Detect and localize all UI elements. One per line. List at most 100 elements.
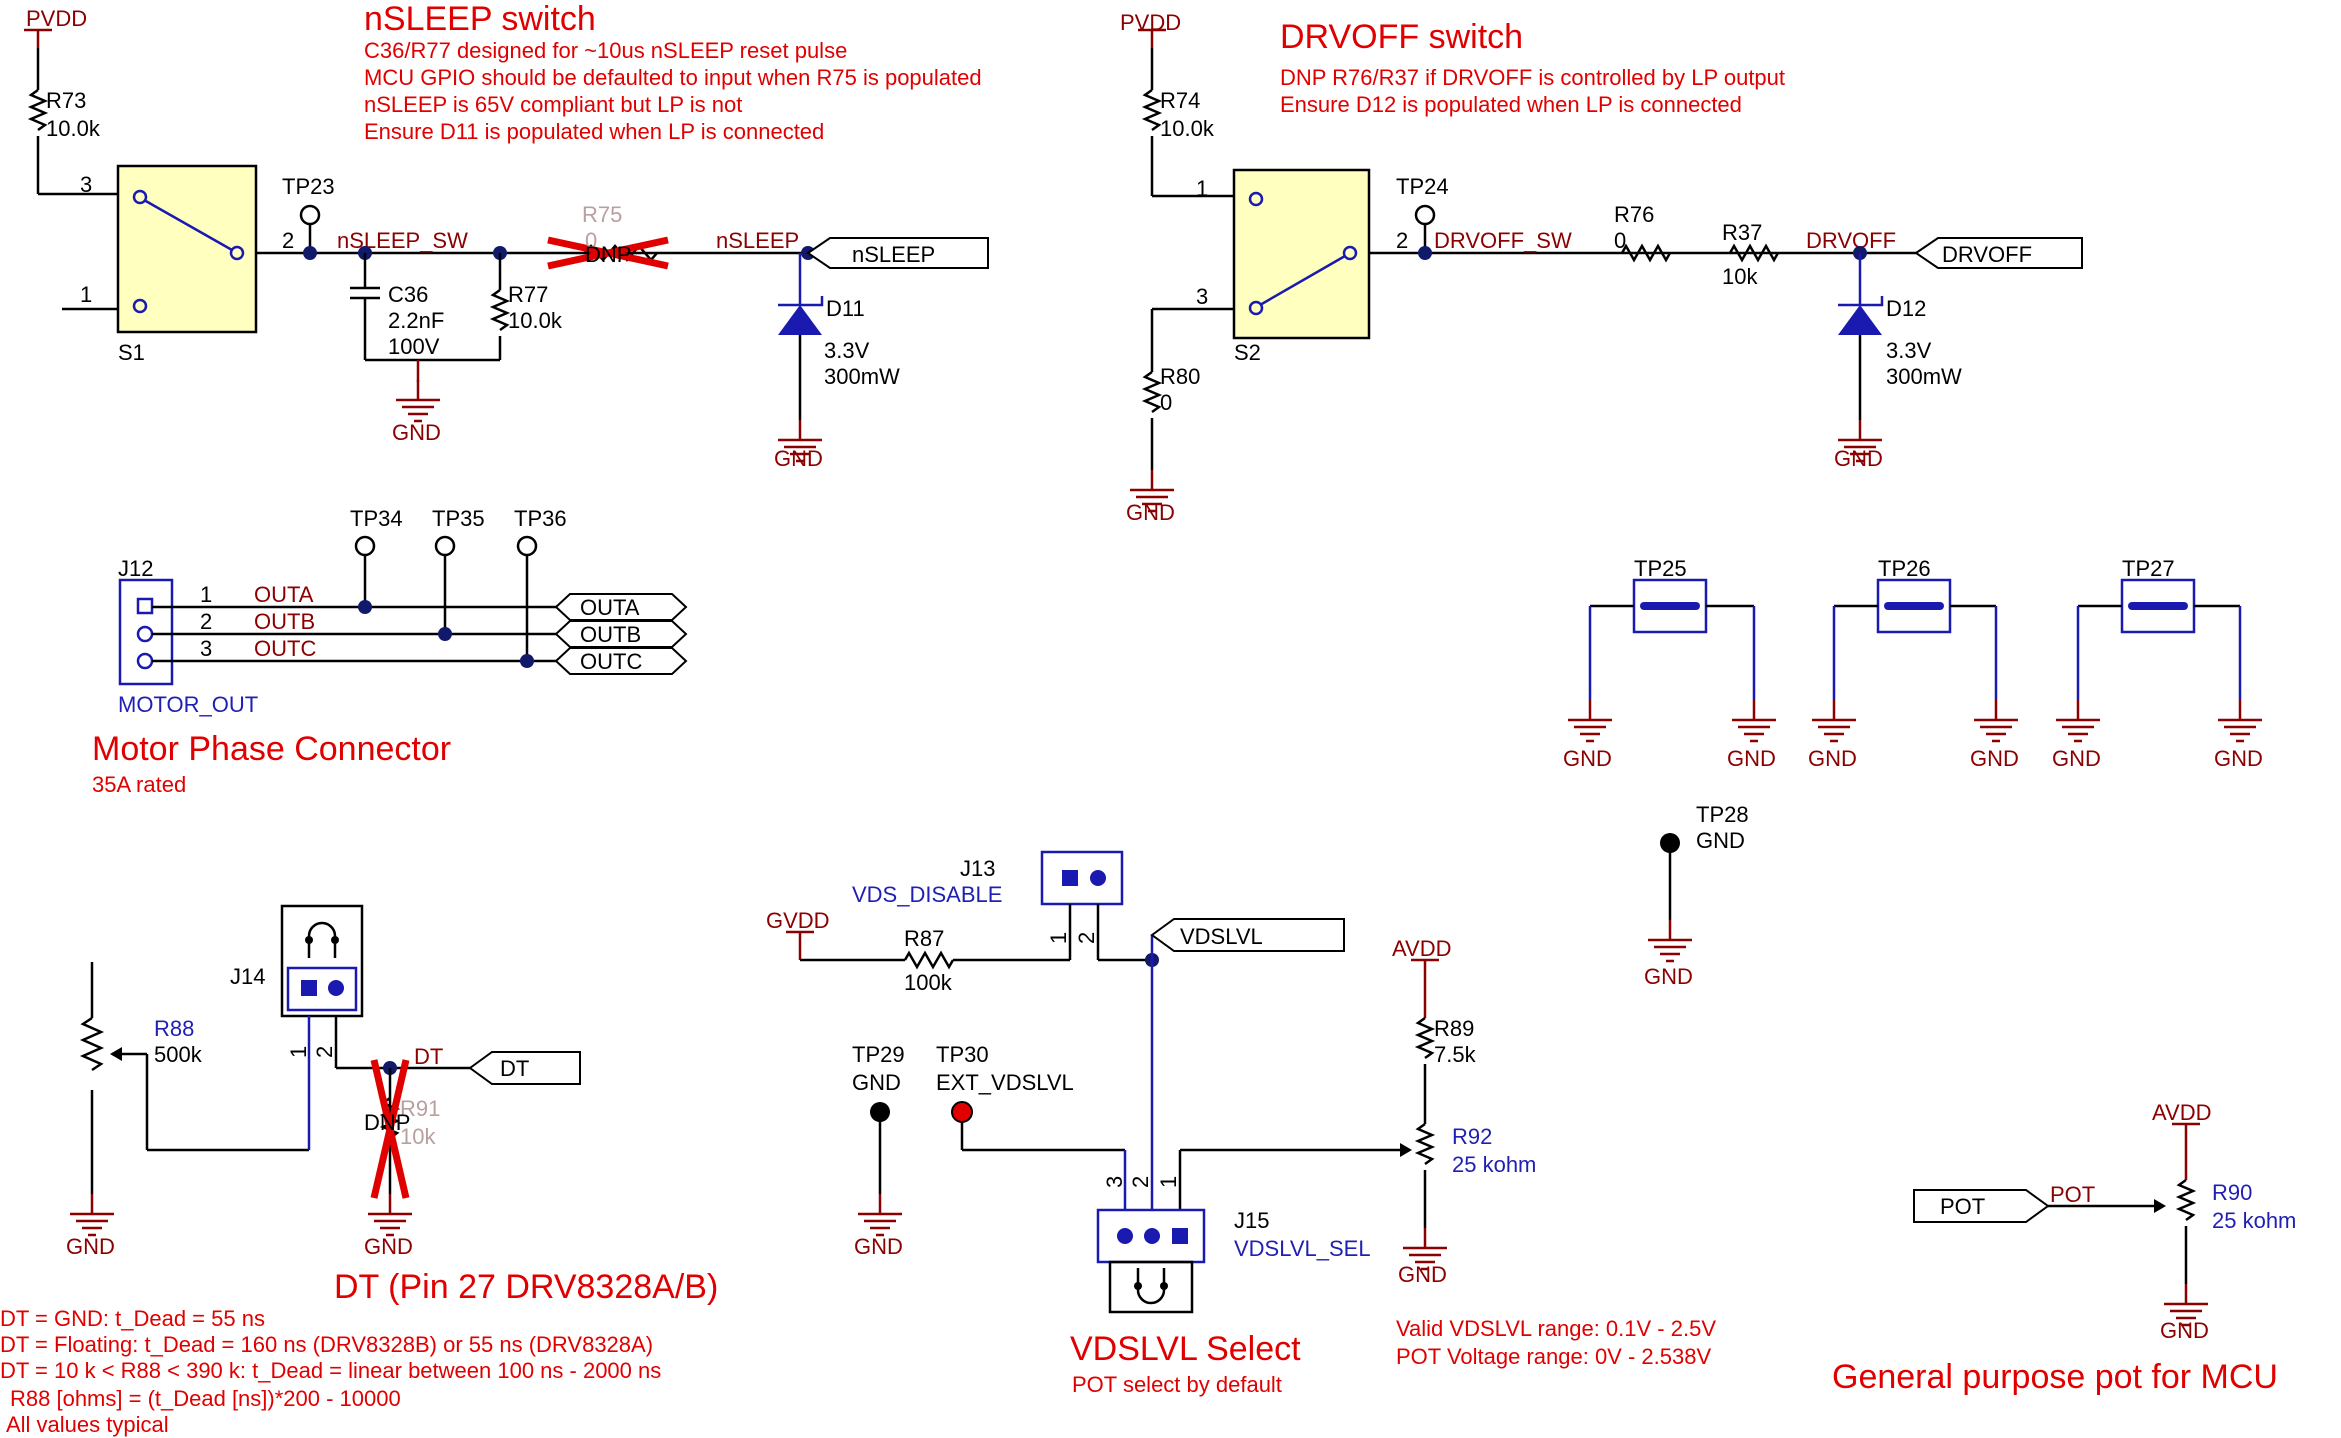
r75-value: 0 (585, 228, 597, 253)
j12-pin3: 3 (200, 636, 212, 661)
outc-net: OUTC (254, 636, 316, 661)
gnd-label-tp26b: GND (1970, 746, 2019, 771)
vdslvl-note-2: POT Voltage range: 0V - 2.538V (1396, 1344, 1711, 1369)
pot-net: POT (2050, 1182, 2095, 1207)
tp29-label: TP29 (852, 1042, 905, 1067)
gnd-label-tp26a: GND (1808, 746, 1857, 771)
gnd-label-r88: GND (66, 1234, 115, 1259)
r73-value: 10.0k (46, 116, 101, 141)
s1-pin2: 2 (282, 228, 294, 253)
r37-label: R37 (1722, 220, 1762, 245)
dt-title: DT (Pin 27 DRV8328A/B) (334, 1268, 718, 1306)
dt-port (468, 1051, 581, 1085)
pot-port-label: POT (1940, 1194, 1985, 1219)
tp35-testpoint (434, 535, 456, 557)
pvdd-symbol (22, 28, 54, 50)
drvoff-title: DRVOFF switch (1280, 18, 1523, 56)
drvoff-note-2: Ensure D12 is populated when LP is conne… (1280, 92, 1742, 117)
tp35-label: TP35 (432, 506, 485, 531)
drvoff-section: DRVOFF switch DNP R76/R37 if DRVOFF is c… (1120, 10, 2083, 525)
nsleep-note-4: Ensure D11 is populated when LP is conne… (364, 119, 824, 144)
s2-pin2: 2 (1396, 228, 1408, 253)
s2-pin1: 1 (1196, 176, 1208, 201)
j15-vdslvl-sel: VDSLVL_SEL (1234, 1236, 1371, 1261)
tp25-label: TP25 (1634, 556, 1687, 581)
d11-zener (778, 305, 822, 335)
motor-title: Motor Phase Connector (92, 730, 451, 768)
outb-port-label: OUTB (580, 622, 641, 647)
gnd-label-tp28: GND (1644, 964, 1693, 989)
r90-label: R90 (2212, 1180, 2252, 1205)
outb-net: OUTB (254, 609, 315, 634)
pot-section: POT POT AVDD R90 25 kohm GND General pur… (1832, 1100, 2296, 1396)
j12-label: J12 (118, 556, 153, 581)
tp25-shunt (1588, 578, 1756, 700)
r92-value: 25 kohm (1452, 1152, 1536, 1177)
dt-note-4: R88 [ohms] = (t_Dead [ns])*200 - 10000 (10, 1386, 401, 1411)
avdd-label-2: AVDD (2152, 1100, 2212, 1125)
outc-port (554, 647, 688, 675)
dt-note-3: DT = 10 k < R88 < 390 k: t_Dead = linear… (0, 1358, 661, 1383)
d12-label: D12 (1886, 296, 1926, 321)
outc-port-label: OUTC (580, 649, 642, 674)
tp28-label: TP28 (1696, 802, 1749, 827)
r88-value: 500k (154, 1042, 203, 1067)
j15-pin3: 3 (1102, 1176, 1127, 1188)
d11-label: D11 (826, 296, 865, 321)
tp36-testpoint (516, 535, 538, 557)
gvdd-symbol (784, 930, 816, 952)
s2-pin3: 3 (1196, 284, 1208, 309)
r90-value: 25 kohm (2212, 1208, 2296, 1233)
tp28-testpoint (1660, 833, 1680, 853)
j13-pin2: 2 (1074, 932, 1099, 944)
r91-dnp: DNP (364, 1110, 410, 1135)
j14-label: J14 (230, 964, 265, 989)
r80-resistor (1141, 370, 1163, 414)
outa-port-label: OUTA (580, 595, 640, 620)
c36-label: C36 (388, 282, 428, 307)
r74-value: 10.0k (1160, 116, 1215, 141)
gnd-label-tp25b: GND (1727, 746, 1776, 771)
j13-vds-disable: VDS_DISABLE (852, 882, 1002, 907)
r87-resistor (903, 950, 955, 970)
j12-pin1: 1 (200, 582, 212, 607)
r77-resistor (489, 288, 511, 332)
nsleep-sw-net: nSLEEP_SW (337, 228, 468, 253)
r75-label: R75 (582, 202, 622, 227)
tp24-testpoint (1414, 204, 1436, 226)
r91-value: 10k (400, 1124, 436, 1149)
nsleep-title: nSLEEP switch (364, 0, 596, 38)
gnd-label-d12: GND (1834, 446, 1883, 471)
r88-potentiometer (79, 1016, 105, 1072)
tp23-label: TP23 (282, 174, 335, 199)
j13-label: J13 (960, 856, 995, 881)
pvdd-label-1: PVDD (26, 6, 87, 31)
r89-resistor (1414, 1016, 1436, 1060)
r88-label: R88 (154, 1016, 194, 1041)
outa-net: OUTA (254, 582, 314, 607)
j14-jumper (280, 904, 364, 1018)
nsleep-note-1: C36/R77 designed for ~10us nSLEEP reset … (364, 38, 847, 63)
dt-section: J14 1 2 R88 500k GND DT DT R91 10k DNP G… (0, 904, 718, 1437)
drvoff-sw-net: DRVOFF_SW (1434, 228, 1572, 253)
tp29-testpoint (870, 1102, 890, 1122)
r90-potentiometer (2175, 1178, 2197, 1222)
d11-value-2: 300mW (824, 364, 900, 389)
nsleep-note-3: nSLEEP is 65V compliant but LP is not (364, 92, 742, 117)
tp29-gnd: GND (852, 1070, 901, 1095)
r76-label: R76 (1614, 202, 1654, 227)
vdslvl-subtitle: POT select by default (1072, 1372, 1282, 1397)
d11-value-1: 3.3V (824, 338, 870, 363)
gnd-label-r90: GND (2160, 1318, 2209, 1343)
r80-value: 0 (1160, 390, 1172, 415)
gnd-label-r92: GND (1398, 1262, 1447, 1287)
r73-resistor (27, 88, 49, 132)
vdslvl-port-label: VDSLVL (1180, 924, 1263, 949)
gnd-label-d11: GND (774, 446, 823, 471)
tp36-label: TP36 (514, 506, 567, 531)
r74-resistor (1141, 88, 1163, 132)
r92-label: R92 (1452, 1124, 1492, 1149)
tp27-shunt (2076, 578, 2242, 700)
s1-pin3: 3 (80, 172, 92, 197)
gnd-label-r80: GND (1126, 500, 1175, 525)
